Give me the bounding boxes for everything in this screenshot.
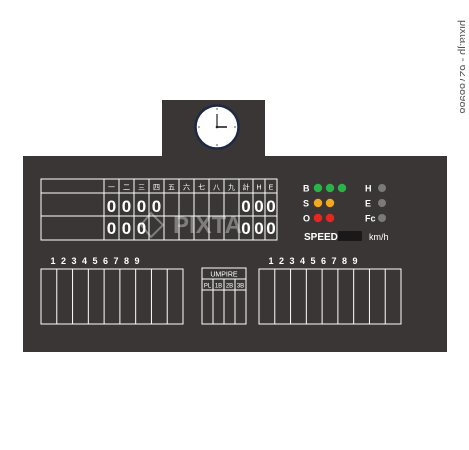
speed-display bbox=[338, 231, 362, 241]
batting-order-number: 9 bbox=[352, 256, 357, 266]
inning-score: 0 bbox=[122, 197, 131, 216]
count-label: O bbox=[303, 214, 310, 224]
inning-header: E bbox=[269, 185, 274, 192]
umpire-position: 2B bbox=[226, 284, 233, 290]
inning-header: 一 bbox=[108, 185, 115, 192]
clock-icon bbox=[194, 104, 240, 150]
inning-score: 0 bbox=[107, 197, 116, 216]
count-label: B bbox=[303, 184, 310, 194]
umpire-position: PL bbox=[204, 284, 212, 290]
batting-order-number: 1 bbox=[50, 256, 55, 266]
total-score: 0 bbox=[241, 197, 250, 216]
total-score: 0 bbox=[266, 197, 275, 216]
image-credit: pixta.jp - 62788988 bbox=[457, 20, 465, 114]
total-score: 0 bbox=[241, 219, 250, 238]
count-light bbox=[325, 198, 335, 208]
result-light bbox=[378, 214, 386, 222]
result-light bbox=[378, 199, 386, 207]
inning-score: 0 bbox=[122, 219, 131, 238]
line-score-frame bbox=[40, 178, 278, 241]
umpire-board bbox=[201, 267, 247, 325]
umpire-position: 3B bbox=[237, 284, 244, 290]
speed-label: SPEED bbox=[304, 232, 338, 243]
count-light bbox=[313, 213, 323, 223]
inning-header: 五 bbox=[168, 184, 175, 192]
inning-score: 0 bbox=[152, 197, 161, 216]
total-score: 0 bbox=[254, 219, 263, 238]
batting-order-number: 4 bbox=[82, 256, 87, 266]
total-score: 0 bbox=[254, 197, 263, 216]
lineup-board-right bbox=[258, 268, 402, 325]
umpire-position: 1B bbox=[215, 284, 222, 290]
inning-score: 0 bbox=[107, 219, 116, 238]
speed-unit: km/h bbox=[369, 232, 389, 242]
count-light bbox=[313, 183, 323, 193]
inning-header: 計 bbox=[243, 183, 250, 192]
batting-order-number: 8 bbox=[124, 256, 129, 266]
batting-order-number: 9 bbox=[134, 256, 139, 266]
batting-order-number: 3 bbox=[289, 256, 294, 266]
inning-header: H bbox=[256, 185, 261, 192]
batting-order-number: 2 bbox=[279, 256, 284, 266]
count-light bbox=[337, 183, 347, 193]
inning-header: 四 bbox=[153, 184, 160, 192]
inning-header: 七 bbox=[198, 183, 205, 192]
count-light bbox=[325, 183, 335, 193]
batting-order-number: 5 bbox=[310, 256, 315, 266]
batting-order-number: 7 bbox=[113, 256, 118, 266]
batting-order-number: 6 bbox=[103, 256, 108, 266]
count-light bbox=[325, 213, 335, 223]
inning-header: 三 bbox=[138, 184, 145, 192]
batting-order-number: 3 bbox=[71, 256, 76, 266]
batting-order-number: 4 bbox=[300, 256, 305, 266]
result-label: Fc bbox=[365, 214, 376, 224]
batting-order-number: 6 bbox=[321, 256, 326, 266]
inning-header: 八 bbox=[213, 185, 220, 192]
total-score: 0 bbox=[266, 219, 275, 238]
batting-order-number: 7 bbox=[331, 256, 336, 266]
lineup-board-left bbox=[40, 268, 184, 325]
count-light bbox=[313, 198, 323, 208]
credit-text: pixta.jp - 62788988 bbox=[457, 20, 465, 114]
umpire-title: UMPIRE bbox=[210, 272, 238, 279]
batting-order-number: 8 bbox=[342, 256, 347, 266]
inning-header: 二 bbox=[123, 185, 130, 192]
result-light bbox=[378, 184, 386, 192]
count-label: S bbox=[303, 199, 309, 209]
result-label: E bbox=[365, 199, 371, 209]
result-label: H bbox=[365, 184, 372, 194]
batting-order-number: 5 bbox=[92, 256, 97, 266]
inning-score: 0 bbox=[137, 219, 146, 238]
batting-order-number: 2 bbox=[61, 256, 66, 266]
inning-header: 九 bbox=[228, 183, 235, 192]
batting-order-number: 1 bbox=[268, 256, 273, 266]
inning-header: 六 bbox=[183, 183, 190, 192]
inning-score: 0 bbox=[137, 197, 146, 216]
